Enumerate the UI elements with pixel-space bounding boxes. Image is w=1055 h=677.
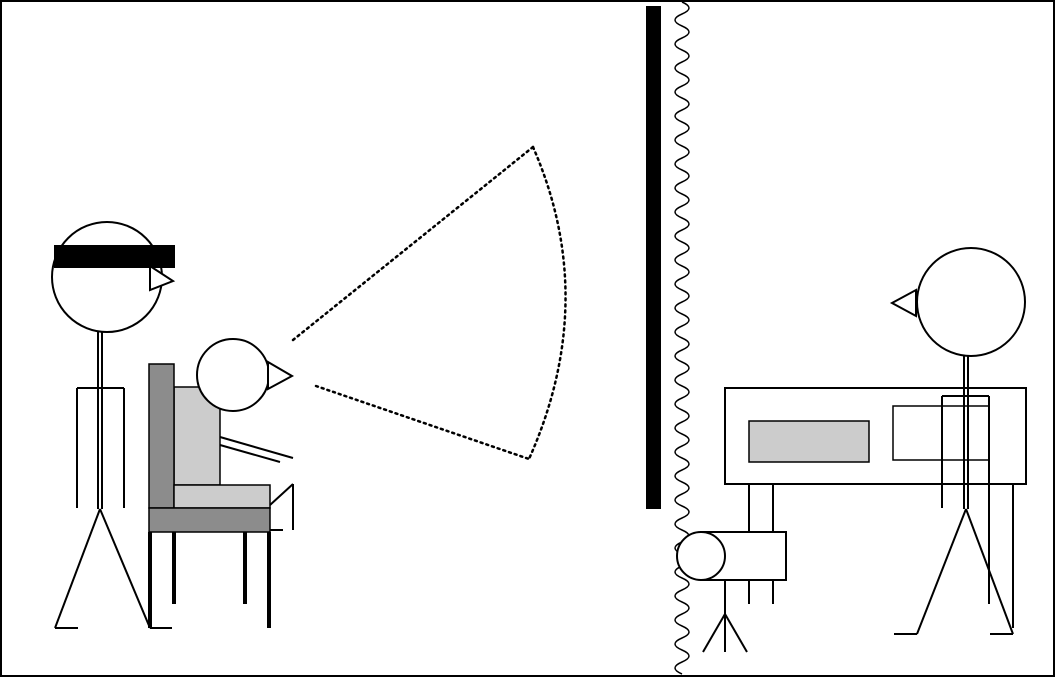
chair	[148, 363, 271, 628]
eye-icon	[149, 264, 176, 292]
seated-upper-arm-2	[219, 444, 281, 463]
eye-icon	[267, 360, 295, 391]
desk	[724, 387, 1027, 628]
tripod-leg	[724, 613, 748, 653]
view-ray-upper	[291, 145, 535, 342]
blindfold	[54, 245, 175, 268]
seated-person	[196, 338, 295, 531]
black-wall-bar	[646, 6, 661, 509]
screen-panel	[748, 420, 870, 463]
seated-knee	[269, 483, 294, 506]
eye-icon	[889, 288, 917, 318]
view-arc	[527, 145, 567, 461]
left-leg	[916, 508, 967, 635]
chair-backrest	[148, 363, 175, 509]
right-leg	[965, 508, 1014, 635]
head	[51, 221, 163, 333]
tripod-leg	[702, 613, 726, 653]
seated-head	[196, 338, 270, 412]
head	[916, 247, 1026, 357]
chair-seat	[148, 507, 271, 533]
camera-on-tripod	[676, 531, 787, 653]
seated-person-thigh	[173, 484, 271, 509]
right-leg	[99, 508, 151, 629]
seated-upper-arm	[219, 436, 294, 459]
camera-lens	[676, 531, 726, 581]
view-ray-lower	[314, 384, 531, 461]
field-of-view-cone	[291, 145, 567, 461]
blindfolded-person	[51, 221, 176, 629]
standing-person	[889, 247, 1026, 635]
left-leg	[54, 508, 101, 629]
